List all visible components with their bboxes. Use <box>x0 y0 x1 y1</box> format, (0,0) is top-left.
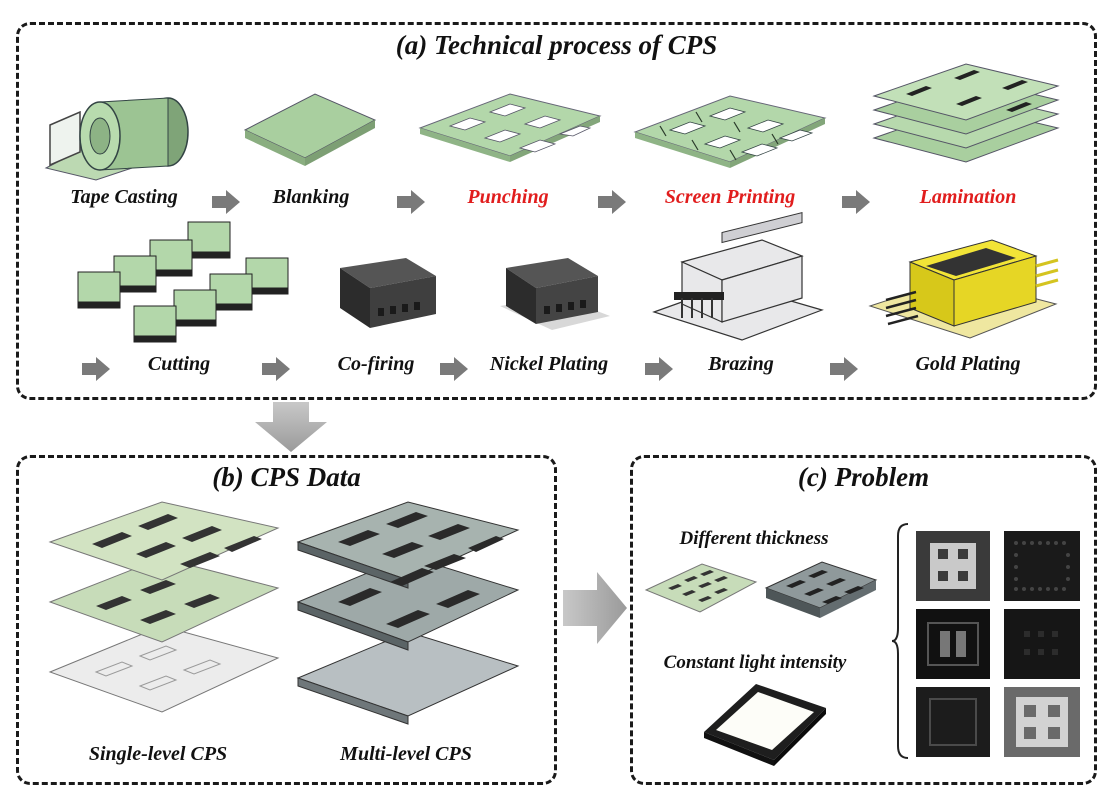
panel-c-problem <box>630 455 1097 785</box>
thin-green-sheet-icon <box>644 563 758 613</box>
panel-b-title: (b) CPS Data <box>212 462 361 492</box>
fired-part-icon <box>340 258 436 328</box>
step-label-blanking: Blanking <box>272 186 350 208</box>
label-multi-level-cps: Multi-level CPS <box>340 743 472 765</box>
step-label-lamination: Lamination <box>919 186 1017 208</box>
printed-sheet-icon <box>633 95 827 168</box>
arrow-right-icon <box>830 357 858 381</box>
arrow-right-icon <box>262 357 290 381</box>
brace-icon <box>891 523 909 759</box>
step-label-brazing: Brazing <box>708 353 774 375</box>
arrow-right-icon <box>645 357 673 381</box>
arrow-right-icon <box>842 190 870 214</box>
arrow-right-icon <box>397 190 425 214</box>
arrow-right-icon <box>598 190 626 214</box>
step-label-punching: Punching <box>467 186 549 208</box>
light-panel-icon <box>704 684 826 766</box>
punched-sheet-icon <box>418 93 602 162</box>
step-label-screen-printing: Screen Printing <box>664 186 796 208</box>
arrow-down-icon <box>255 402 327 452</box>
label-single-level-cps: Single-level CPS <box>88 743 228 765</box>
tape-roll-icon <box>44 97 189 181</box>
nickel-part-icon <box>500 258 610 330</box>
step-label-nickel-plating: Nickel Plating <box>489 353 609 375</box>
panel-a-technical-process <box>16 22 1097 400</box>
thick-dark-sheet-icon <box>764 561 878 618</box>
laminated-stack-icon <box>872 63 1060 163</box>
sample-grid-icon <box>916 531 1080 757</box>
arrow-right-icon <box>212 190 240 214</box>
label-constant-light-intensity: Constant light intensity <box>663 652 847 673</box>
panel-c-title: (c) Problem <box>797 462 930 492</box>
multi-level-stack-icon <box>296 501 520 725</box>
cut-pieces-icon <box>77 221 289 343</box>
panel-b-cps-data <box>16 455 557 785</box>
label-different-thickness: Different thickness <box>679 528 829 549</box>
step-label-co-firing: Co-firing <box>337 353 415 375</box>
arrow-right-large-icon <box>563 572 627 644</box>
step-label-gold-plating: Gold Plating <box>915 353 1021 375</box>
brazed-package-icon <box>652 211 824 341</box>
panel-a-title: (a) Technical process of CPS <box>395 30 718 60</box>
step-label-cutting: Cutting <box>147 353 211 375</box>
green-sheet-icon <box>243 93 377 166</box>
arrow-right-icon <box>440 357 468 381</box>
gold-package-icon <box>868 239 1059 339</box>
step-label-tape-casting: Tape Casting <box>70 186 178 208</box>
single-level-stack-icon <box>48 501 280 713</box>
arrow-right-icon <box>82 357 110 381</box>
